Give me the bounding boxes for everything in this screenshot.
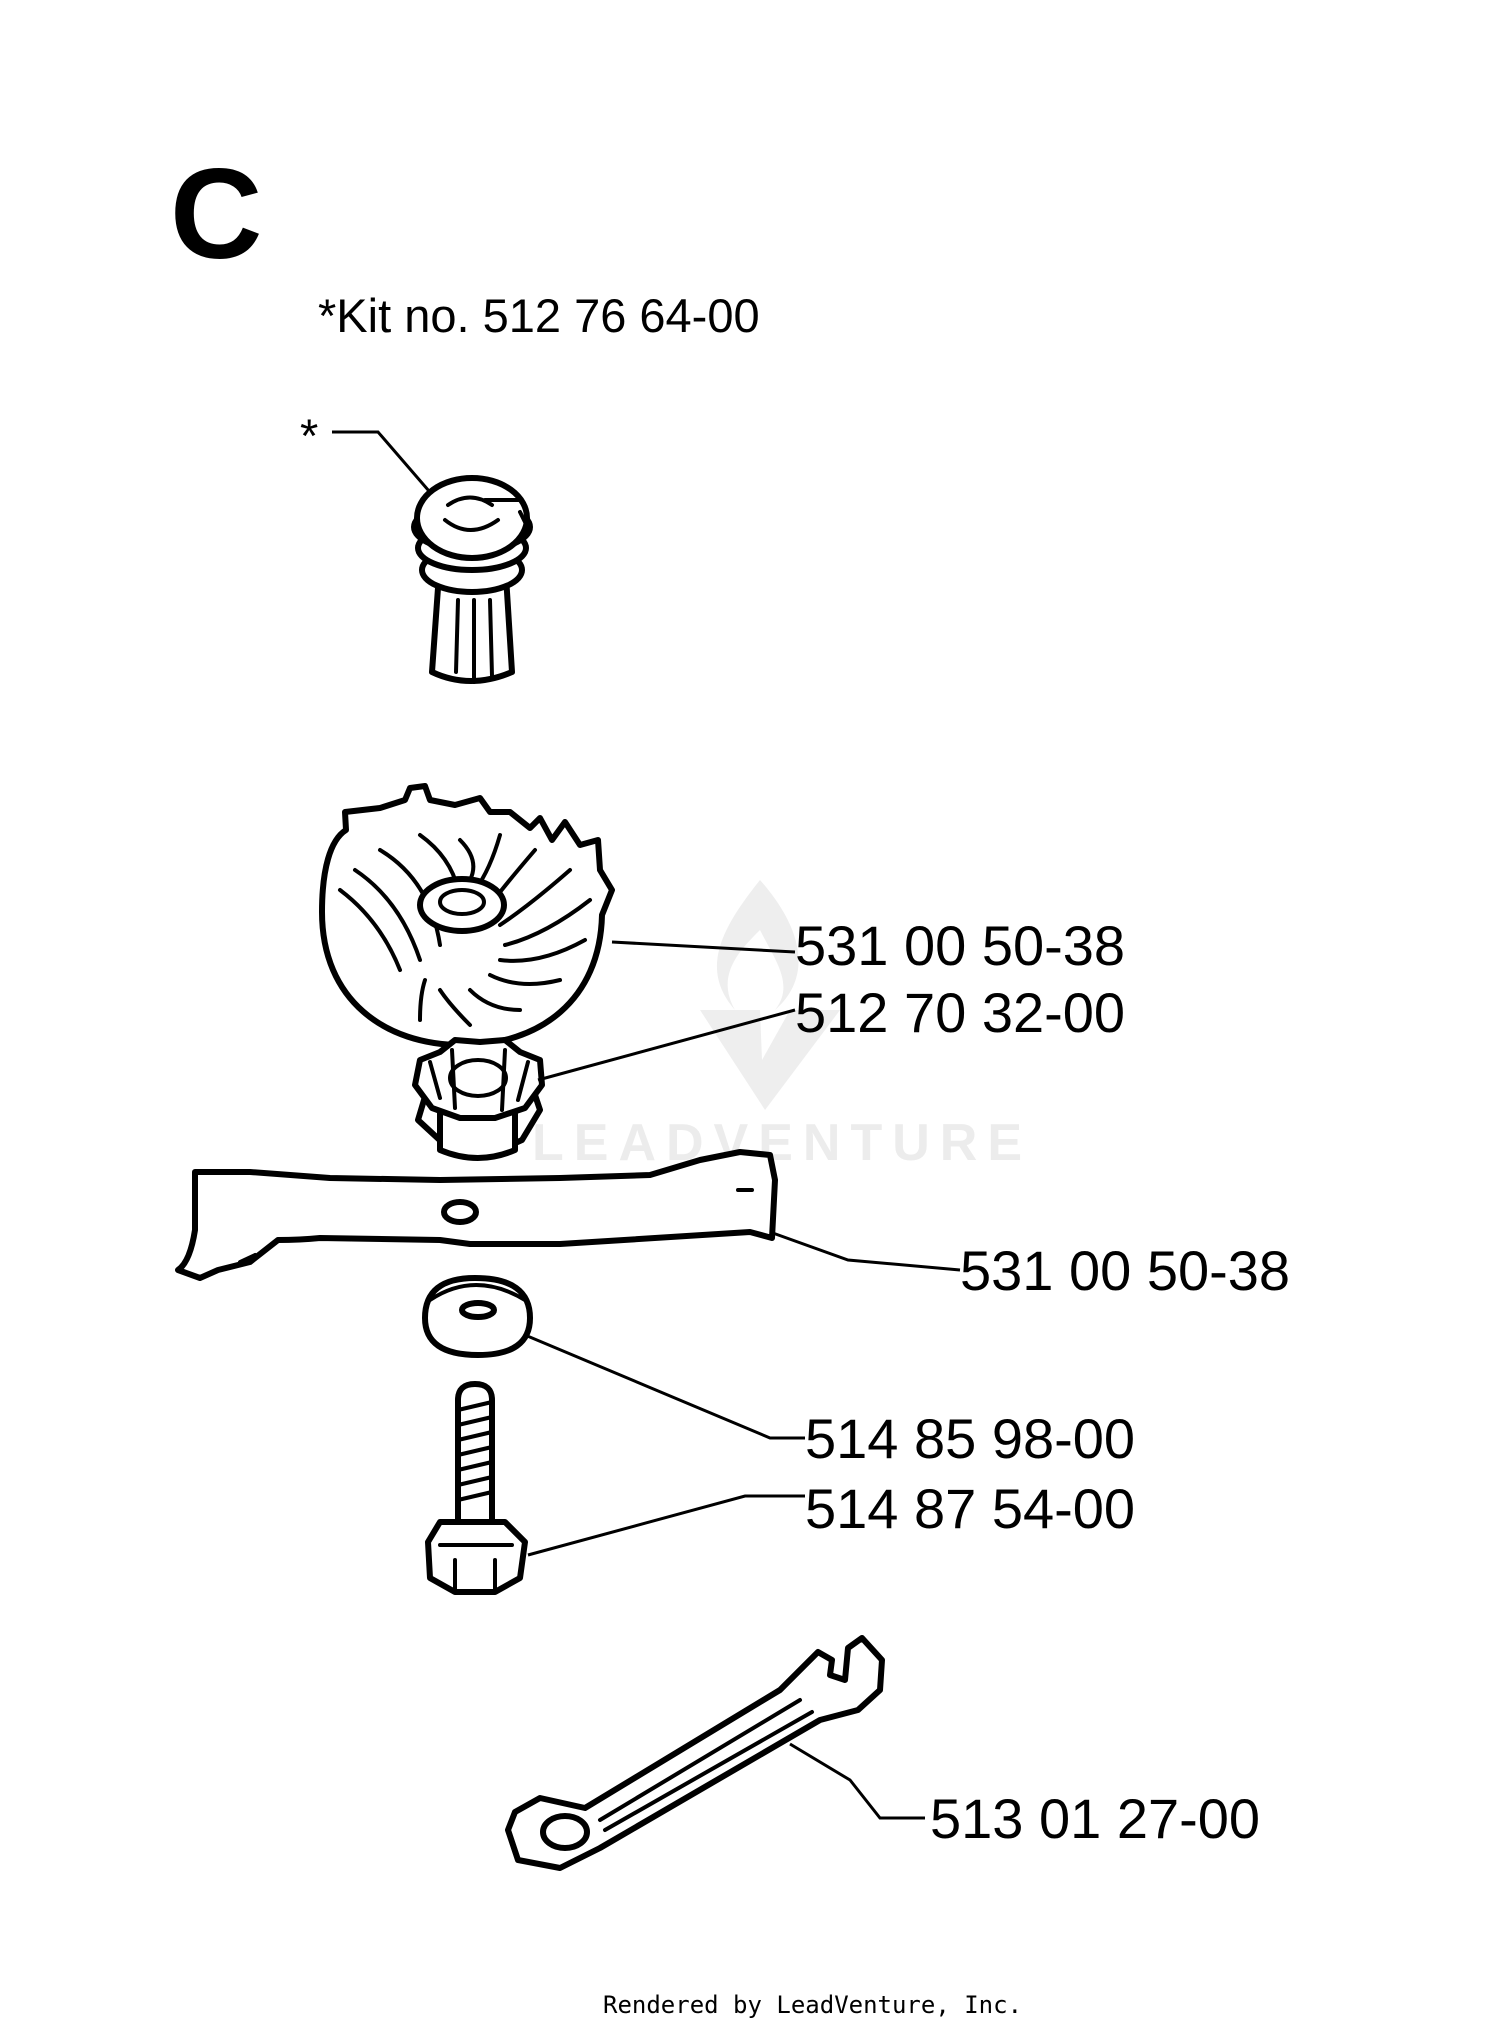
kit-number-label: *Kit no. 512 76 64-00 [318, 289, 760, 342]
part-number-fan: 531 00 50-38 [795, 914, 1125, 977]
watermark-v-icon [700, 1010, 840, 1110]
part-number-bolt: 514 87 54-00 [805, 1477, 1135, 1540]
fan-part [319, 783, 615, 1048]
watermark: LEADVENTURE [532, 880, 1032, 1172]
blade-holder-part [412, 1037, 545, 1161]
kit-marker: * [300, 409, 318, 462]
section-letter: C [170, 143, 262, 286]
watermark-text: LEADVENTURE [532, 1114, 1032, 1172]
part-number-blade-holder: 512 70 32-00 [795, 981, 1125, 1044]
washer-part [422, 1275, 533, 1358]
kit-marker-leader [332, 430, 437, 499]
part-number-wrench: 513 01 27-00 [930, 1787, 1260, 1850]
bolt-leader [527, 1494, 805, 1557]
blade-leader [769, 1230, 961, 1272]
blade-holder-leader [537, 1008, 796, 1082]
blade-part [175, 1149, 778, 1281]
watermark-flame-icon [716, 880, 799, 1010]
footer-credit: Rendered by LeadVenture, Inc. [603, 1991, 1022, 2019]
wrench-leader [789, 1742, 925, 1820]
part-number-washer: 514 85 98-00 [805, 1407, 1135, 1470]
kit-adapter-part [411, 475, 533, 684]
bolt-part [425, 1381, 528, 1595]
washer-leader [524, 1333, 805, 1440]
part-number-blade: 531 00 50-38 [960, 1239, 1290, 1302]
wrench-part [505, 1635, 885, 1871]
fan-leader [611, 940, 796, 954]
